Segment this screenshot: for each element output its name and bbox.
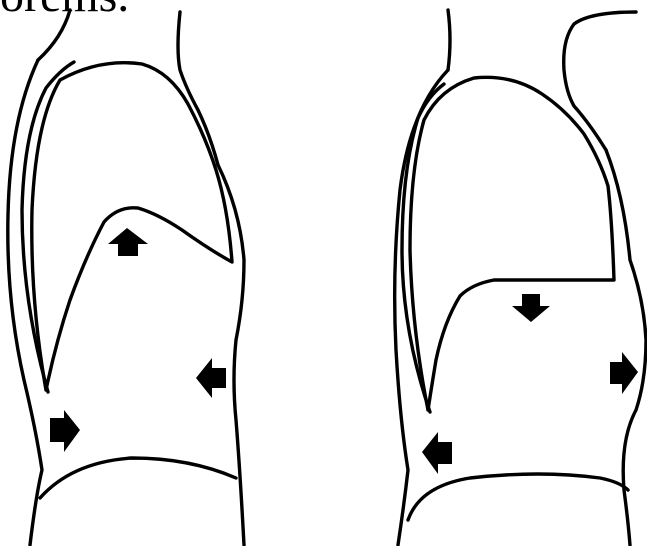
left-upper-outline (38, 10, 70, 60)
right-upper-outline (448, 10, 450, 70)
right-arrow-down (512, 294, 550, 322)
left-neck-outline (178, 12, 218, 165)
right-lung-outline (410, 77, 614, 410)
right-pleural-line (402, 84, 444, 412)
right-right-wall (606, 150, 646, 545)
left-panel (8, 10, 244, 545)
left-arrow-up (108, 228, 148, 256)
left-right-wall (218, 165, 244, 545)
right-outer-chest-wall (395, 70, 448, 545)
left-outer-chest-wall (8, 60, 42, 545)
right-arrow-right (610, 352, 638, 394)
right-neck-outline (564, 12, 636, 150)
left-lung-outline (32, 63, 232, 390)
right-arrow-left (422, 432, 452, 474)
right-panel (395, 10, 646, 545)
left-arrow-left (196, 358, 226, 398)
left-abdomen-dome (40, 458, 236, 498)
right-abdomen-dome (408, 474, 628, 520)
left-arrow-right (50, 410, 80, 452)
